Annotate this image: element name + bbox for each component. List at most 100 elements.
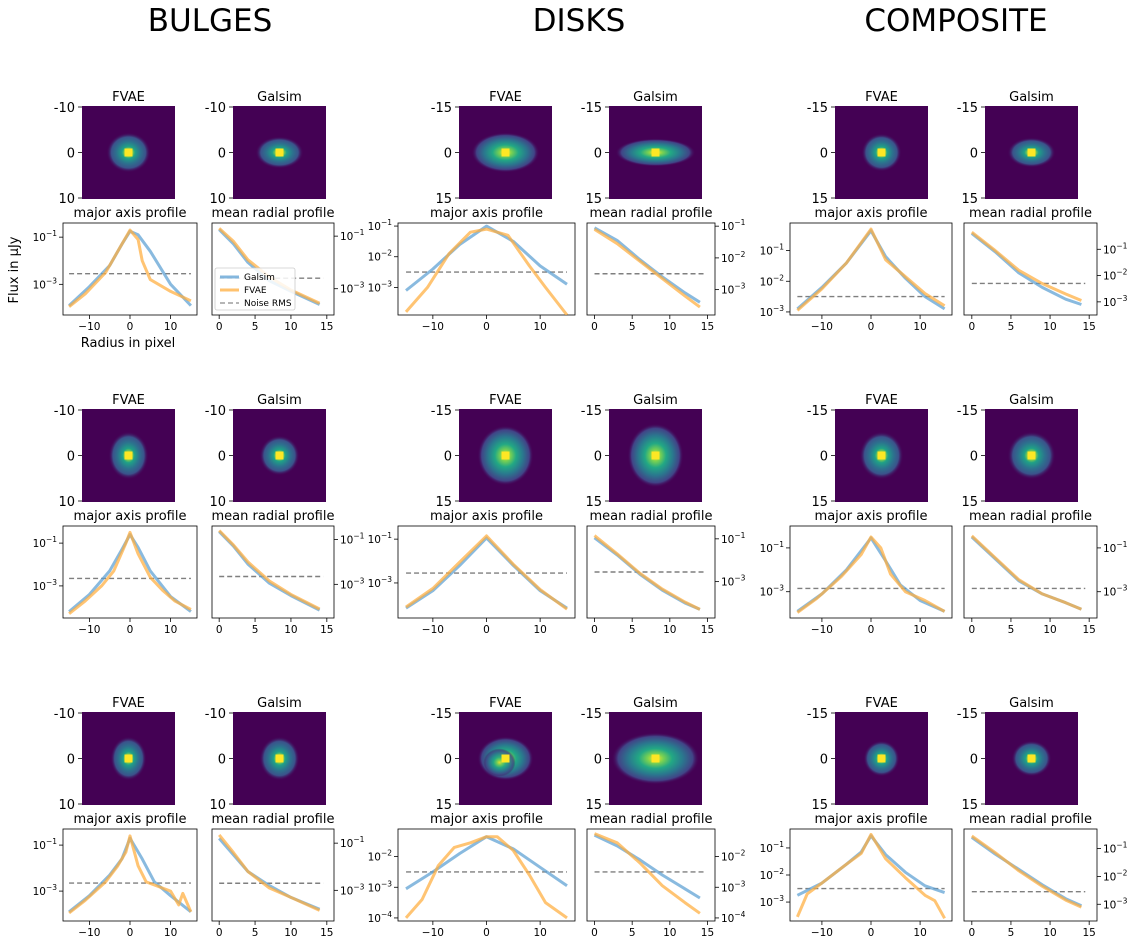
radial-profile-title: mean radial profile [590, 206, 713, 221]
galsim-image: -15 0 15 [957, 707, 1078, 813]
image-tick-label: 0 [67, 147, 75, 162]
fvae-curve [970, 834, 1083, 909]
major-axis-title: major axis profile [430, 812, 543, 827]
image-tick-label: -10 [54, 707, 75, 722]
x-tick-label: 10 [913, 624, 926, 636]
x-tick-label: 10 [164, 927, 177, 939]
image-tick-label: 0 [594, 753, 602, 768]
image-tick-label: 15 [811, 798, 828, 813]
x-tick-label: 0 [127, 321, 134, 333]
y-tick-label: 10−3 [721, 879, 746, 894]
x-tick-label: 5 [1008, 321, 1015, 333]
y-tick-label: 10−3 [368, 279, 393, 294]
y-tick-label: 10−1 [1103, 241, 1128, 256]
plot-frame [397, 525, 576, 619]
image-tick-label: 0 [970, 147, 978, 162]
image-tick-label: 15 [961, 495, 978, 510]
image-tick-label: 0 [970, 753, 978, 768]
column-title-bulges: BULGES [148, 3, 273, 39]
radial-profile-title: mean radial profile [212, 509, 335, 524]
image-title-fvae: FVAE [489, 393, 522, 408]
x-tick-label: 10 [913, 321, 926, 333]
image-tick-label: -15 [957, 404, 978, 419]
x-tick-label: −10 [78, 321, 100, 333]
x-tick-label: 0 [216, 927, 223, 939]
y-tick-label: 10−2 [1103, 868, 1128, 883]
image-tick-label: 15 [961, 798, 978, 813]
y-tick-label: 10−1 [760, 243, 785, 258]
y-tick-label: 10−1 [33, 535, 58, 550]
x-tick-label: −10 [422, 927, 444, 939]
radial-profile-title: mean radial profile [590, 812, 713, 827]
x-tick-label: 0 [868, 321, 875, 333]
y-tick-label: 10−4 [721, 910, 746, 925]
plot-frame [397, 828, 576, 922]
x-tick-label: −10 [811, 321, 833, 333]
major-axis-title: major axis profile [74, 206, 187, 221]
galaxy-core [124, 451, 133, 460]
y-tick-label: 10−3 [33, 883, 58, 898]
plot-frame [397, 222, 576, 316]
y-tick-label: 10−3 [760, 584, 785, 599]
galaxy-core [651, 451, 660, 460]
x-tick-label: 10 [1043, 927, 1056, 939]
fvae-curve [218, 833, 321, 912]
image-tick-label: -15 [957, 707, 978, 722]
y-tick-label: 10−1 [721, 531, 746, 546]
major-axis-title: major axis profile [815, 509, 928, 524]
galaxy-core [877, 754, 886, 763]
plot-frame [963, 525, 1098, 619]
x-tick-label: 15 [701, 927, 714, 939]
y-tick-label: 10−3 [340, 882, 365, 897]
x-tick-label: 15 [701, 321, 714, 333]
image-tick-label: 10 [58, 192, 75, 207]
y-tick-label: 10−3 [368, 879, 393, 894]
plot-frame [789, 222, 953, 316]
x-tick-label: 15 [320, 927, 333, 939]
y-tick-label: 10−1 [368, 218, 393, 233]
image-tick-label: 0 [594, 147, 602, 162]
y-tick-label: 10−3 [721, 574, 746, 589]
legend-noise-rms-label: Noise RMS [244, 299, 292, 309]
y-tick-label: 10−2 [368, 249, 393, 264]
y-tick-label: 10−1 [33, 229, 58, 244]
x-tick-label: 10 [913, 927, 926, 939]
y-tick-label: 10−1 [1103, 540, 1128, 555]
x-tick-label: 10 [1043, 321, 1056, 333]
y-tick-label: 10−4 [368, 910, 393, 925]
major-axis-title: major axis profile [815, 206, 928, 221]
fvae-curve [593, 228, 701, 309]
y-tick-label: 10−1 [760, 540, 785, 555]
fvae-curve [404, 227, 569, 315]
column-title-composite: COMPOSITE [864, 3, 1047, 39]
x-tick-label: 10 [164, 624, 177, 636]
x-axis-label: Radius in pixel [81, 336, 175, 351]
x-tick-label: 15 [320, 321, 333, 333]
y-tick-label: 10−2 [760, 273, 785, 288]
image-title-galsim: Galsim [257, 393, 302, 408]
image-tick-label: 0 [820, 147, 828, 162]
x-tick-label: −10 [811, 927, 833, 939]
x-tick-label: 0 [868, 927, 875, 939]
plot-frame [963, 222, 1098, 316]
image-tick-label: 0 [218, 450, 226, 465]
image-title-galsim: Galsim [1009, 696, 1054, 711]
y-tick-label: 10−3 [368, 575, 393, 590]
x-tick-label: 0 [127, 927, 134, 939]
image-title-fvae: FVAE [865, 696, 898, 711]
x-tick-label: 0 [968, 321, 975, 333]
column-title-disks: DISKS [533, 3, 626, 39]
x-tick-label: 10 [663, 927, 676, 939]
y-tick-label: 10−1 [340, 835, 365, 850]
x-tick-label: 5 [629, 321, 636, 333]
